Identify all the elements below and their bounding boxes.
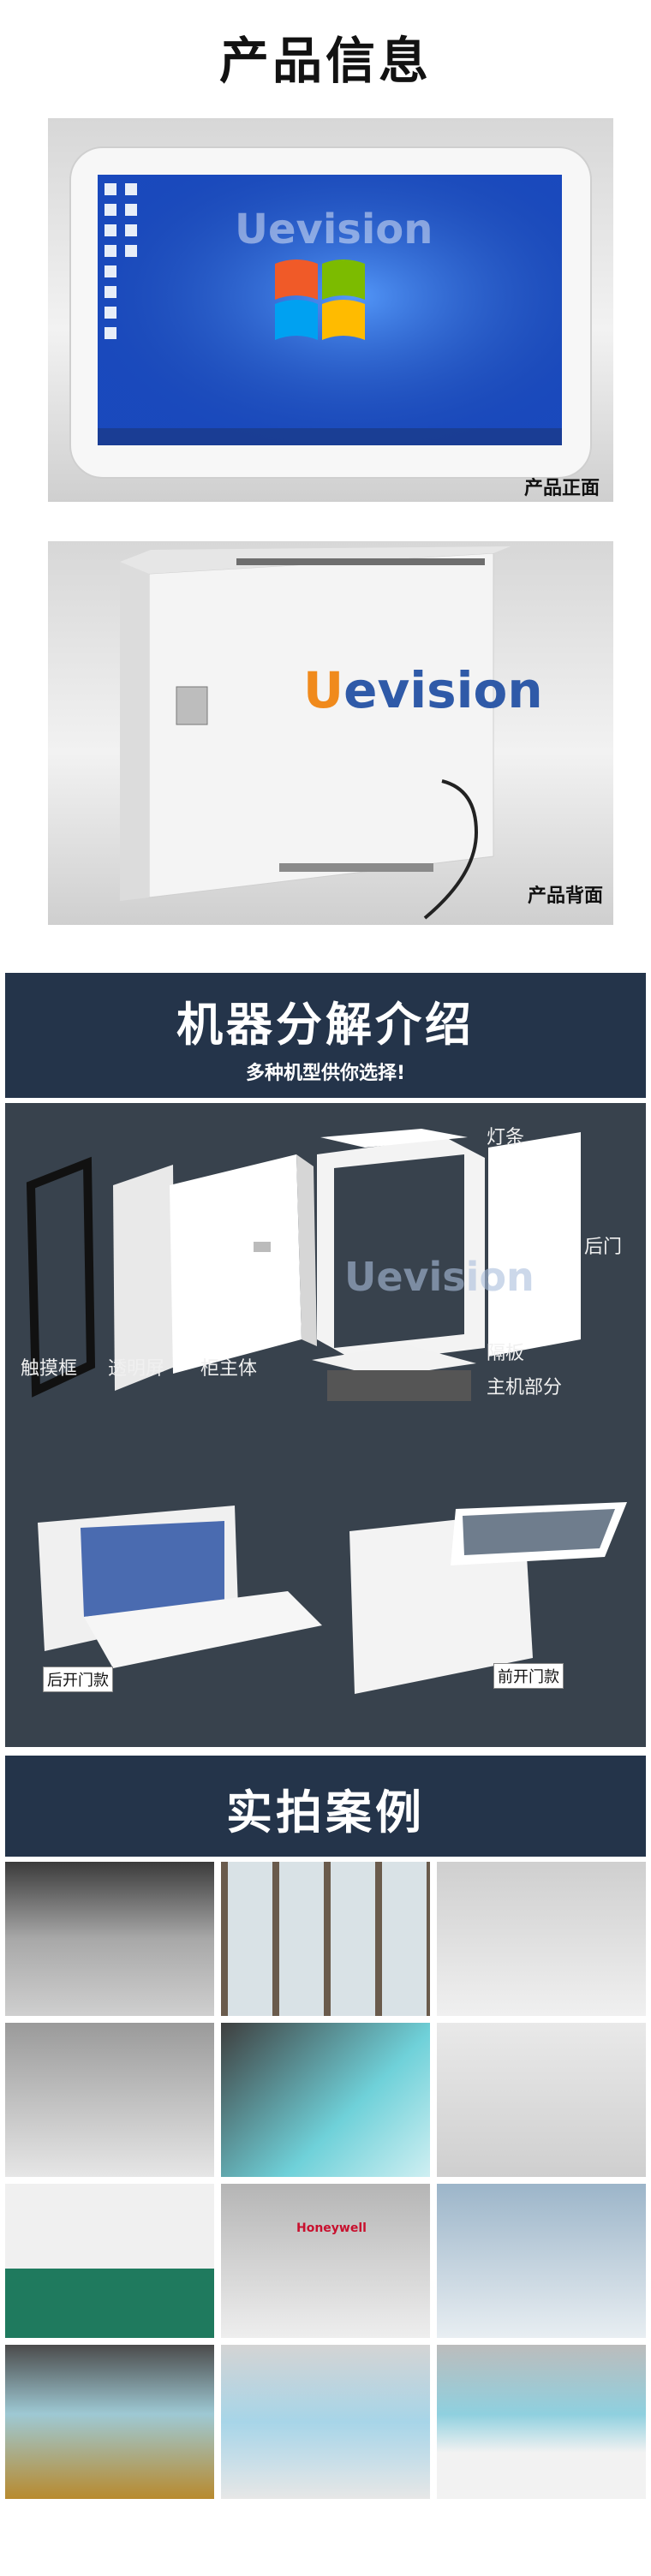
exploded-view-illustration (26, 1129, 627, 1694)
honeywell-tag: Honeywell (296, 2221, 367, 2235)
case-photo-12 (437, 2345, 646, 2499)
breakdown-diagram: Uevision 灯条 后门 触摸框 透明屏 柜主体 隔板 主机部分 后开门款 … (5, 1103, 646, 1747)
case-photo-3 (437, 1862, 646, 2016)
case-photo-11 (221, 2345, 430, 2499)
case-photo-4 (5, 2023, 214, 2177)
label-light-strip: 灯条 (487, 1127, 525, 1148)
case-photo-1 (5, 1862, 214, 2016)
cases-header-band: 实拍案例 (5, 1756, 646, 1857)
case-photo-8: Honeywell (221, 2184, 430, 2338)
caption-front: 产品正面 (524, 478, 600, 499)
breakdown-title: 机器分解介绍 (176, 998, 475, 1052)
product-front-illustration (69, 146, 592, 479)
cases-title: 实拍案例 (226, 1786, 425, 1840)
product-back-photo: Uevision 产品背面 (48, 541, 613, 925)
case-photo-9 (437, 2184, 646, 2338)
case-photo-5 (221, 2023, 430, 2177)
tag-rear-door: 后开门款 (43, 1667, 113, 1692)
label-partition: 隔板 (487, 1343, 525, 1364)
label-host: 主机部分 (487, 1377, 563, 1398)
label-transparent-screen: 透明屏 (108, 1358, 165, 1380)
label-back-door: 后门 (584, 1237, 623, 1258)
product-back-illustration (120, 546, 511, 920)
desktop-icons (105, 183, 137, 339)
case-photo-7 (5, 2184, 214, 2338)
tag-front-door: 前开门款 (493, 1663, 564, 1689)
breakdown-header-band: 机器分解介绍 多种机型供你选择! (5, 973, 646, 1098)
caption-back: 产品背面 (528, 886, 604, 907)
case-photo-6 (437, 2023, 646, 2177)
case-photo-10 (5, 2345, 214, 2499)
brand-logo: Uevision (303, 661, 543, 719)
breakdown-subtitle: 多种机型供你选择! (245, 1063, 406, 1084)
case-photo-2 (221, 1862, 430, 2016)
case-photo-grid: Honeywell (5, 1862, 646, 2567)
product-front-photo: Uevision 产品正面 (48, 118, 613, 502)
page-title: 产品信息 (218, 32, 432, 90)
brand-watermark-2: Uevision (344, 1254, 535, 1300)
label-cabinet-body: 柜主体 (200, 1358, 258, 1380)
windows-logo-icon (275, 259, 365, 340)
brand-watermark: Uevision (235, 206, 433, 253)
label-touch-frame: 触摸框 (21, 1358, 78, 1380)
